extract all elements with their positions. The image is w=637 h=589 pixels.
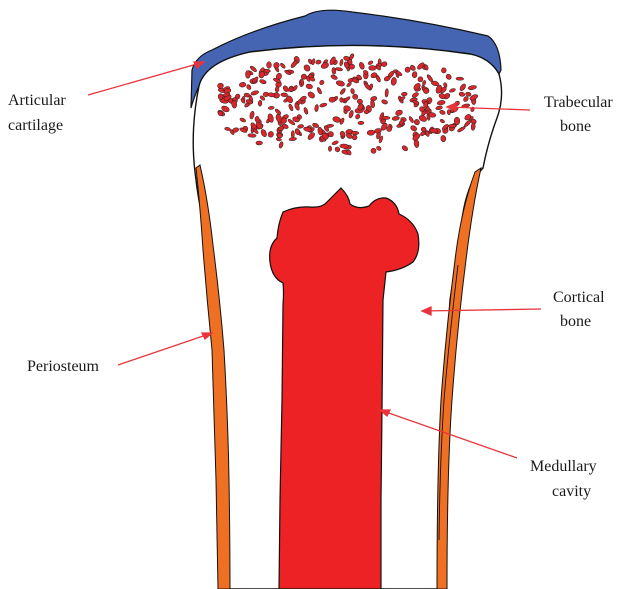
articular-label-line2: cartilage — [8, 117, 63, 134]
trabecular-speck — [340, 97, 343, 102]
trabecular-speck — [281, 118, 287, 124]
medullary-label-line1: Medullary — [530, 458, 597, 475]
trabecular-speck — [423, 88, 429, 94]
trabecular-speck — [328, 146, 331, 151]
trabecular-speck — [291, 131, 294, 138]
trabecular-speck — [281, 93, 288, 97]
trabecular-label-line1: Trabecular — [544, 94, 613, 111]
trabecular-speck — [364, 110, 369, 114]
cortical-label-line1: Cortical — [553, 289, 605, 306]
trabecular-speck — [277, 133, 283, 138]
trabecular-speck — [456, 77, 464, 80]
trabecular-speck — [255, 116, 259, 122]
trabecular-speck — [256, 141, 263, 145]
periosteum-label: Periosteum — [27, 358, 100, 375]
trabecular-speck — [217, 83, 223, 89]
trabecular-speck — [351, 131, 359, 135]
trabecular-speck — [258, 100, 262, 106]
trabecular-speck — [218, 94, 223, 100]
trabecular-speck — [329, 97, 336, 103]
trabecular-speck — [275, 87, 279, 93]
trabecular-speck — [401, 92, 407, 96]
trabecular-speck — [248, 133, 257, 137]
trabecular-speck — [369, 65, 377, 70]
trabecular-speck — [454, 117, 460, 125]
trabecular-speck — [358, 121, 364, 125]
medullary-label-line2: cavity — [552, 483, 591, 500]
trabecular-speck — [448, 124, 456, 128]
trabecular-speck — [267, 62, 272, 69]
trabecular-speck — [340, 144, 349, 149]
trabecular-speck — [447, 109, 451, 114]
trabecular-speck — [441, 68, 446, 73]
trabecular-speck — [367, 130, 375, 136]
articular-label-line1: Articular — [8, 92, 66, 109]
articular-leader-line — [88, 62, 204, 95]
periosteum-leader-line — [118, 333, 212, 365]
cortical-label-line2: bone — [560, 313, 591, 330]
trabecular-speck — [382, 116, 390, 119]
trabecular-speck — [417, 76, 423, 82]
trabecular-label-line2: bone — [560, 118, 591, 135]
trabecular-speck — [245, 70, 250, 78]
